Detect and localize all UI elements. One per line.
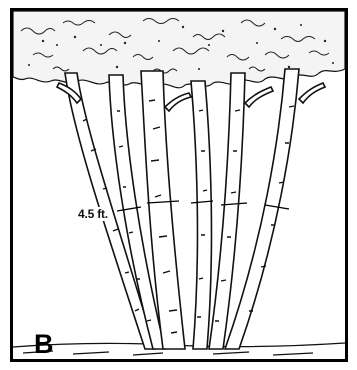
- multi-stem-tree-drawing-icon: [13, 11, 345, 359]
- trunk-center: [191, 81, 211, 349]
- panel-letter: B: [34, 330, 54, 358]
- panel-frame: 4.5 ft. B: [10, 8, 348, 362]
- measurement-height-label: 4.5 ft.: [77, 207, 109, 221]
